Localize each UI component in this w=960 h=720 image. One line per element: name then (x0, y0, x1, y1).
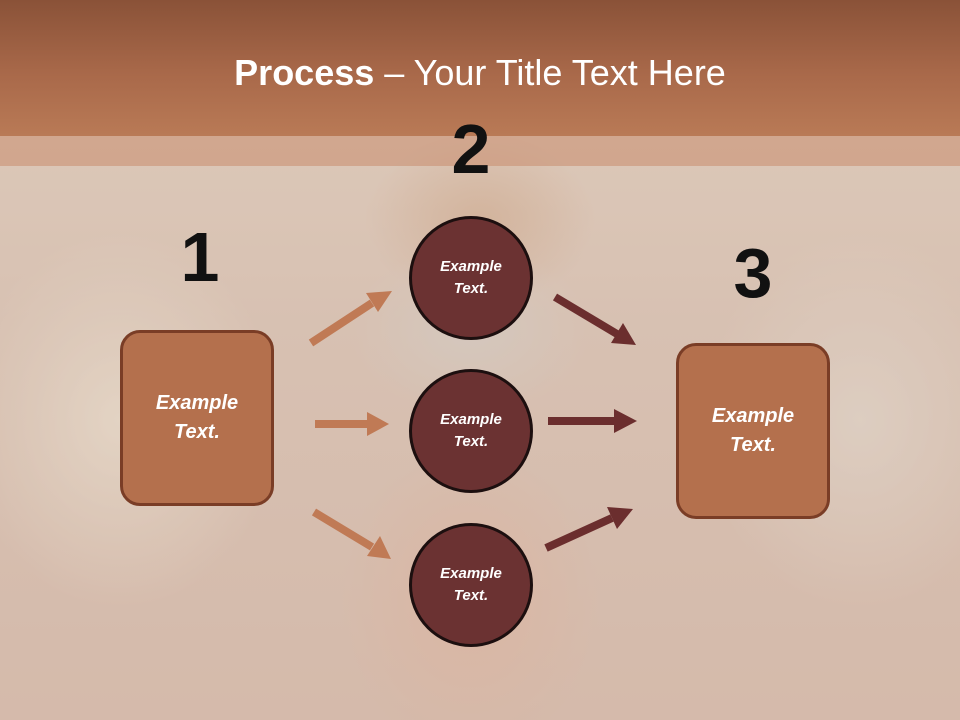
step-number-3: 3 (733, 234, 773, 312)
title-rest: – Your Title Text Here (374, 52, 726, 93)
title-band (0, 136, 960, 166)
arrow-circle-2-to-right (548, 409, 637, 433)
left-box: Example Text. (120, 330, 274, 506)
left-box-line1: Example (155, 392, 239, 414)
arrow-left-to-circle-1 (308, 291, 392, 347)
circle-1-line1: Example (440, 257, 502, 275)
title-bar (0, 0, 960, 136)
arrow-left-to-circle-3 (311, 508, 391, 559)
left-box-line2: Text. (174, 421, 220, 443)
arrow-left-to-circle-2 (315, 412, 389, 436)
step-number-2: 2 (451, 110, 491, 188)
step-number-1: 1 (180, 218, 220, 296)
right-box-line2: Text. (730, 434, 776, 456)
circle-node-1: Example Text. (409, 216, 533, 340)
arrow-circle-1-to-right (552, 293, 636, 345)
title-bold: Process (234, 52, 375, 93)
slide-title: Process – Your Title Text Here (0, 52, 960, 94)
right-box: Example Text. (676, 343, 830, 519)
circle-2-line2: Text. (453, 433, 489, 450)
right-box-line1: Example (711, 405, 795, 427)
circle-node-2: Example Text. (409, 369, 533, 493)
circle-2-line1: Example (440, 410, 502, 428)
circle-3-line1: Example (440, 564, 502, 582)
circle-3-line2: Text. (453, 587, 489, 604)
circle-1-line2: Text. (453, 280, 489, 297)
circle-node-3: Example Text. (409, 523, 533, 647)
arrow-circle-3-to-right (544, 507, 633, 552)
